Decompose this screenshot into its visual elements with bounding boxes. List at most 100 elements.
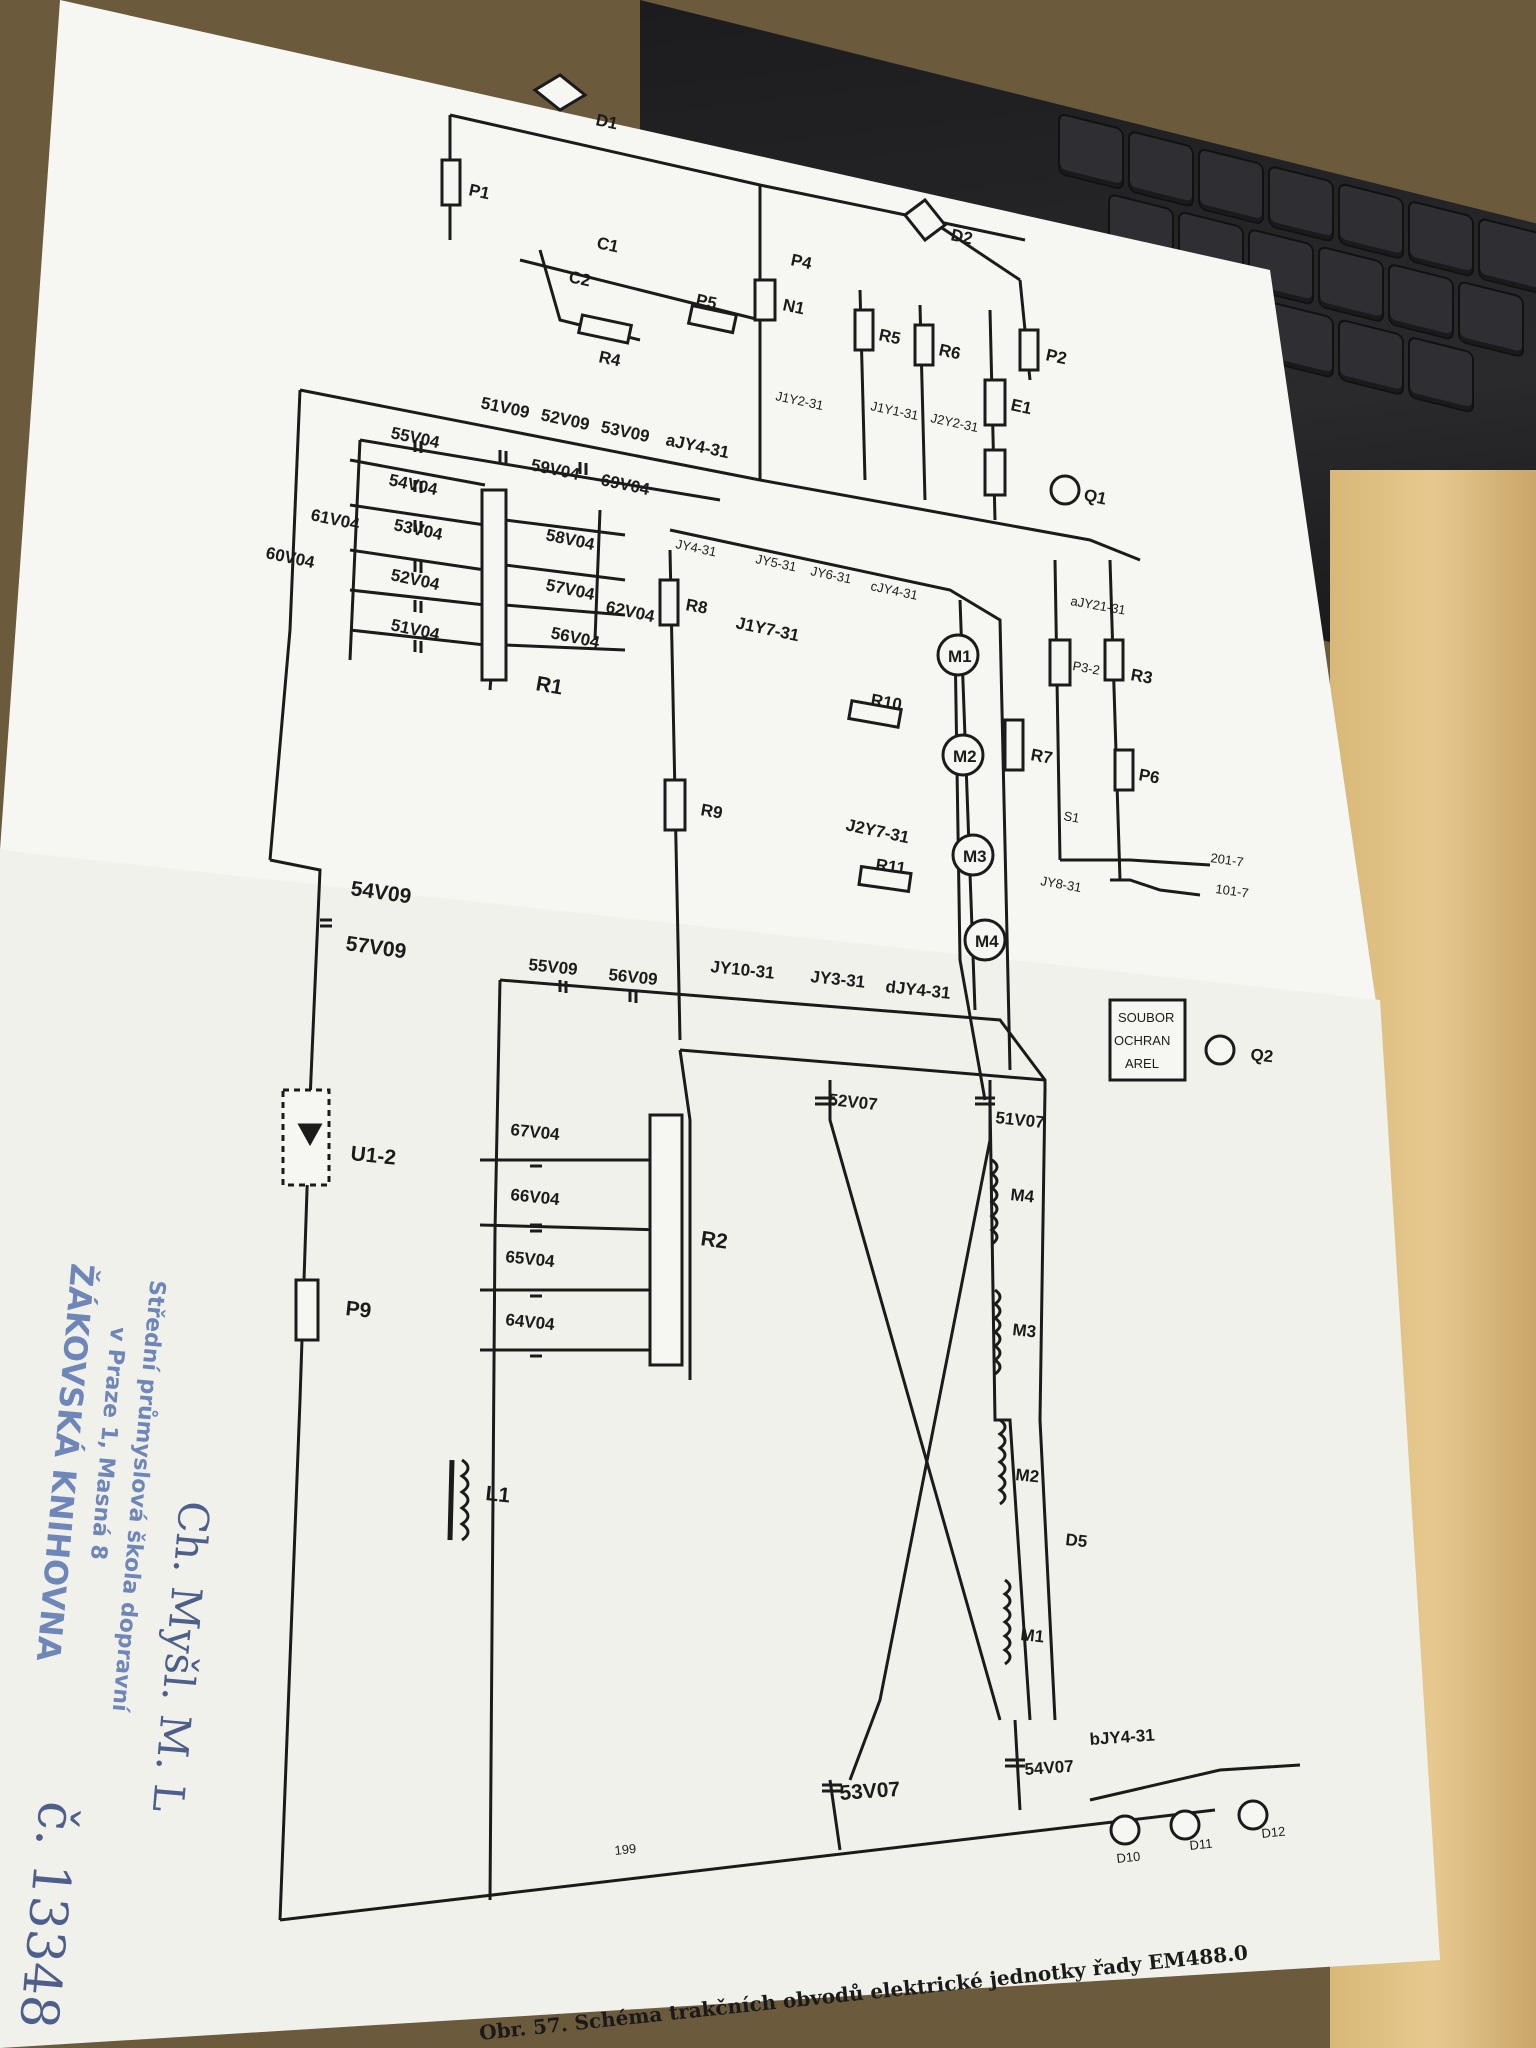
- contact-label: 59V04: [529, 455, 582, 484]
- ammeter-q2: [1204, 1034, 1236, 1066]
- contact-label: 52V09: [539, 405, 591, 434]
- label-c1: C1: [595, 233, 620, 256]
- resistor-r4: [576, 313, 634, 345]
- contact-label: 57V04: [544, 575, 597, 604]
- label-m4: M4: [975, 932, 999, 951]
- label-q2: Q2: [1250, 1045, 1275, 1066]
- label-r2: R2: [699, 1227, 729, 1254]
- inductor-l1: [447, 1458, 470, 1542]
- label-p9: P9: [344, 1297, 372, 1323]
- figure-caption: Obr. 57. Schéma trakčních obvodů elektri…: [478, 1940, 1249, 2045]
- resistor-r7: [1003, 718, 1025, 772]
- contact-label: JY3-31: [810, 967, 867, 992]
- contact-label: 64V04: [505, 1310, 556, 1334]
- label-l1: L1: [484, 1482, 511, 1507]
- contact-label: aJY4-31: [664, 430, 731, 462]
- contact-label: J1Y7-31: [734, 613, 801, 645]
- diode-d2: [902, 197, 948, 243]
- motor-m1: [936, 633, 980, 677]
- resistor-r3: [1103, 638, 1125, 682]
- label-201-7: 201-7: [1210, 850, 1245, 869]
- thermistor-n1: [753, 278, 777, 322]
- label-r11: R11: [874, 855, 907, 878]
- contact-label: 62V04: [604, 597, 657, 626]
- label-d5: D5: [1065, 1530, 1089, 1551]
- voltmeter-q1: [1049, 474, 1081, 506]
- label-r1: R1: [534, 672, 565, 699]
- label-q1: Q1: [1082, 485, 1108, 508]
- motor-m2: [941, 733, 985, 777]
- label-r4: R4: [597, 347, 623, 370]
- diode-d1: [532, 73, 588, 112]
- label-c2: C2: [567, 267, 592, 290]
- resistor-e1b: [983, 448, 1007, 497]
- label-p1: P1: [467, 180, 491, 203]
- label-r8: R8: [684, 595, 709, 617]
- contact-label: 53V09: [599, 417, 651, 446]
- contact-label: 55V09: [528, 955, 579, 979]
- label-m3-field: M3: [1012, 1320, 1037, 1341]
- label-p5: P5: [694, 290, 718, 313]
- label-r7: R7: [1029, 745, 1054, 767]
- resistor-r6: [913, 323, 935, 367]
- label-m4-field: M4: [1010, 1185, 1036, 1206]
- resistor-r9: [663, 778, 687, 832]
- label-m3: M3: [963, 847, 987, 866]
- label-m1: M1: [948, 647, 972, 666]
- label-e1: E1: [1009, 395, 1033, 418]
- contact-label: J2Y7-31: [844, 815, 911, 847]
- label-r3: R3: [1129, 665, 1154, 687]
- box-soubor-ochran-arel: [1108, 998, 1187, 1082]
- label-d11: D11: [1189, 1836, 1213, 1853]
- contact-label: 51V04: [389, 615, 442, 644]
- contact-label: 53V07: [839, 1778, 901, 1805]
- contact-label: 54V07: [1024, 1757, 1074, 1779]
- label-d10: D10: [1116, 1849, 1141, 1866]
- label-u1-2: U1-2: [349, 1142, 397, 1170]
- contact-label: 52V04: [389, 565, 442, 594]
- resistor-e1: [983, 378, 1007, 427]
- diode-symbol: [297, 1123, 323, 1147]
- box-text-3: AREL: [1125, 1056, 1159, 1071]
- label-p2: P2: [1044, 345, 1068, 368]
- contact-label: dJY4-31: [885, 977, 952, 1003]
- contact-label: J1Y1-31: [869, 398, 919, 423]
- label-n1: N1: [781, 295, 806, 318]
- contact-label: 51V07: [995, 1108, 1046, 1132]
- resistor-p6: [1113, 748, 1135, 792]
- resistor-r10: [847, 699, 903, 729]
- stamp-line-3: ŽÁKOVSKÁ KNIHOVNA: [29, 1262, 102, 1663]
- resistor-r11: [857, 864, 913, 894]
- lamp-d11: [1169, 1809, 1201, 1841]
- box-text-2: OCHRAN: [1114, 1033, 1170, 1048]
- library-stamp: Střední průmyslová škola dopravní v Praz…: [29, 1262, 170, 1714]
- contact-label: 69V04: [599, 470, 652, 499]
- contact-label: 53V04: [392, 515, 445, 544]
- components: [281, 73, 1269, 1846]
- contact-label: 52V07: [828, 1090, 879, 1114]
- field-windings: [989, 1158, 1012, 1666]
- resistor-r8: [658, 578, 680, 627]
- contact-label: 60V04: [264, 543, 317, 572]
- label-d12: D12: [1261, 1824, 1286, 1841]
- label-s1: S1: [1062, 808, 1080, 826]
- label-101-7: 101-7: [1215, 881, 1250, 900]
- contact-label: 56V09: [608, 965, 659, 989]
- resistor-bank-r2: [648, 1113, 684, 1367]
- label-m2: M2: [953, 747, 977, 766]
- contact-label: aJY21-31: [1069, 593, 1126, 617]
- fuse-p9: [294, 1278, 320, 1342]
- label-d2: D2: [949, 225, 974, 248]
- contact-label: bJY4-31: [1089, 1725, 1155, 1749]
- resistor-p5: [686, 303, 739, 335]
- contact-label: J2Y2-31: [929, 410, 979, 435]
- handwritten-number: č. 13348: [7, 1799, 87, 2031]
- contact-label: J1Y2-31: [774, 388, 824, 413]
- resistor-r5: [853, 308, 875, 352]
- contact-label: 54V09: [349, 877, 412, 908]
- resistor-p3-2: [1048, 638, 1072, 687]
- contact-label: 51V09: [479, 393, 531, 422]
- box-text-1: SOUBOR: [1118, 1010, 1174, 1025]
